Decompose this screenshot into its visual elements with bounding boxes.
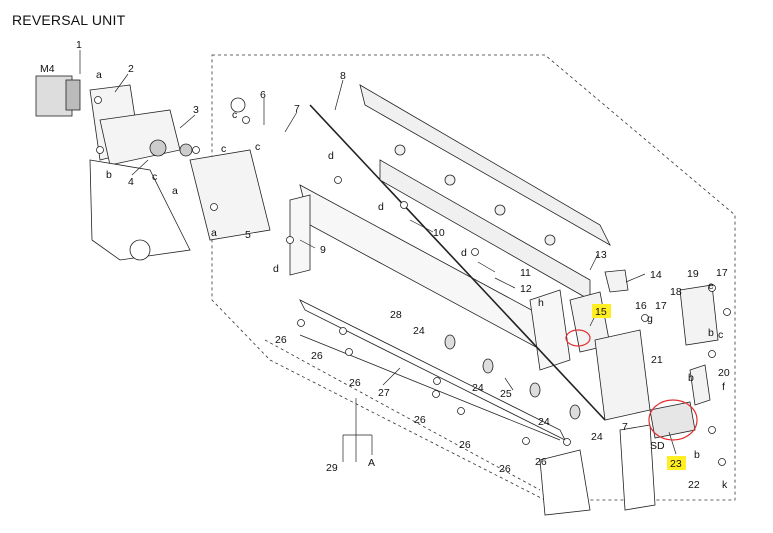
callout-7b: 7 [622,421,628,433]
label-c-3: c [221,143,226,155]
diagram-title: REVERSAL UNIT [12,12,126,28]
label-h: h [538,297,544,309]
callout-16: 16 [635,300,647,312]
callout-14: 14 [650,269,662,281]
callout-7: 7 [294,103,300,115]
callout-21: 21 [651,354,663,366]
callout-26f: 26 [499,463,511,475]
callout-15: 15 [595,306,607,318]
label-f: f [722,381,725,393]
callout-24a: 24 [413,325,425,337]
motor-assembly [35,75,271,261]
label-e: e [708,280,714,292]
callout-labels: M4 SD 1 2 3 4 5 6 7 7 8 9 10 11 12 13 14… [40,39,730,491]
callout-1: 1 [76,39,82,51]
callout-8: 8 [340,70,346,82]
callout-10: 10 [433,227,445,239]
callout-26g: 26 [535,456,547,468]
callout-5: 5 [245,229,251,241]
callout-17b: 17 [716,267,728,279]
callout-24d: 24 [591,431,603,443]
callout-26c: 26 [349,377,361,389]
reversal-frame [289,104,606,441]
label-c-5: c [718,329,723,341]
label-a-2: a [172,185,178,197]
label-d-4: d [273,263,279,275]
highlight-circles [565,329,698,441]
callout-2: 2 [128,63,134,75]
label-d-2: d [378,201,384,213]
callout-26d: 26 [414,414,426,426]
label-A: A [368,457,375,469]
motor-label: M4 [40,63,55,75]
highlight-23-box [667,456,686,470]
callout-13: 13 [595,249,607,261]
callout-4: 4 [128,176,134,188]
callout-26b: 26 [311,350,323,362]
label-b-2: b [708,327,714,339]
leader-lines [79,50,677,462]
callout-26e: 26 [459,439,471,451]
roller-guide-assembly [359,84,611,301]
callout-20: 20 [718,367,730,379]
callout-27: 27 [378,387,390,399]
label-c-2: c [232,109,237,121]
screws [94,96,731,466]
callout-3: 3 [193,104,199,116]
sensor-label: SD [650,440,665,452]
label-a-1: a [96,69,102,81]
callout-12: 12 [520,283,532,295]
callout-9: 9 [320,244,326,256]
callout-29: 29 [326,462,338,474]
callout-19: 19 [687,268,699,280]
callout-25: 25 [500,388,512,400]
label-c-4: c [255,141,260,153]
callout-26a: 26 [275,334,287,346]
callout-24c: 24 [538,416,550,428]
callout-23: 23 [670,458,682,470]
label-k: k [722,479,728,491]
label-c-1: c [152,171,157,183]
highlight-15-box [592,304,611,318]
callout-24b: 24 [472,382,484,394]
callout-22: 22 [688,479,700,491]
label-b-4: b [694,449,700,461]
label-b-3: b [688,372,694,384]
label-g: g [647,313,653,325]
callout-28: 28 [390,309,402,321]
label-a-3: a [211,227,217,239]
label-d-3: d [461,247,467,259]
callout-6: 6 [260,89,266,101]
rollers [444,334,581,420]
callout-18: 18 [670,286,682,298]
callout-11: 11 [520,267,531,279]
label-b-1: b [106,169,112,181]
label-d-1: d [328,150,334,162]
callout-17: 17 [655,300,667,312]
